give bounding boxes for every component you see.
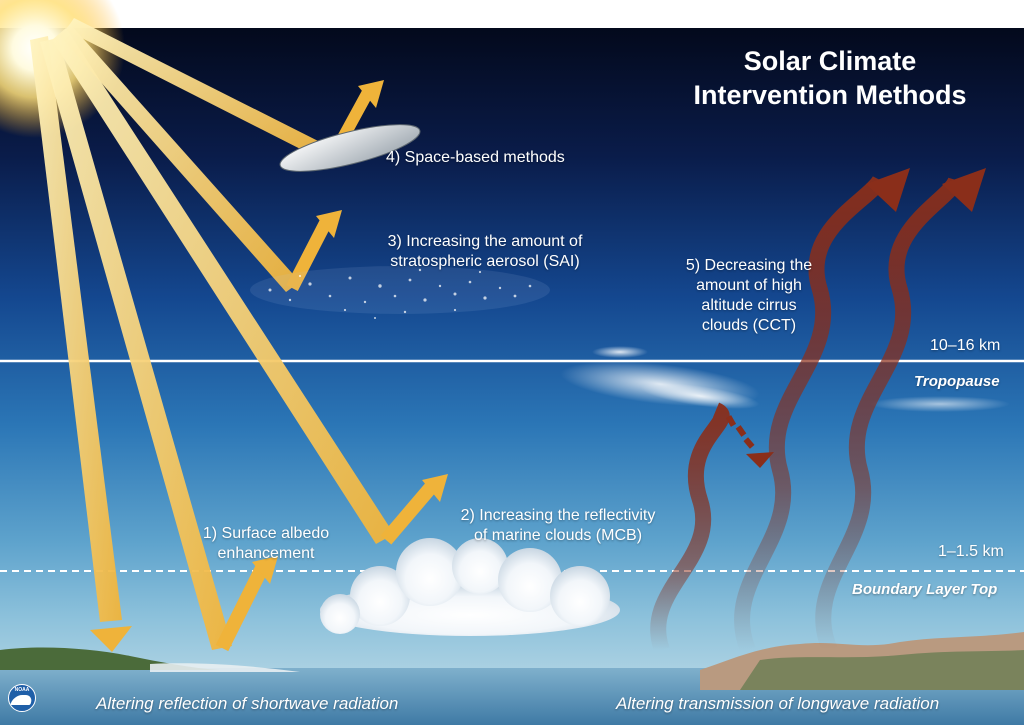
shortwave-rays <box>30 18 448 652</box>
boundary-label: Boundary Layer Top <box>852 581 998 598</box>
noaa-bird-icon <box>10 695 34 705</box>
longwave-reflected <box>725 415 774 468</box>
bright-surface <box>150 663 300 672</box>
label-mcb-line-1: 2) Increasing the reflectivity <box>460 507 656 524</box>
title-line-2: Intervention Methods <box>693 80 967 110</box>
longwave-arrows <box>650 175 964 654</box>
label-sai-line-2: stratospheric aerosol (SAI) <box>390 253 580 270</box>
tropopause-label: Tropopause <box>914 373 1000 390</box>
label-cct-line-1: 5) Decreasing the <box>685 257 813 274</box>
longwave-arrow-1 <box>734 175 888 653</box>
label-surface-albedo: 1) Surface albedo enhancement <box>186 524 346 564</box>
label-cct: 5) Decreasing the amount of high altitud… <box>664 256 834 336</box>
boundary-altitude: 1–1.5 km <box>938 543 1004 560</box>
longwave-arrow-2 <box>815 176 964 654</box>
ray-surface-albedo <box>40 38 232 650</box>
diagram-title: Solar Climate Intervention Methods <box>660 44 1000 112</box>
noaa-logo-text: NOAA <box>14 687 30 693</box>
title-line-1: Solar Climate <box>743 46 917 76</box>
cirrus-clouds <box>560 346 1010 412</box>
aerosol-particles <box>250 266 550 319</box>
label-cct-line-3: altitude cirrus <box>701 297 797 314</box>
label-cct-line-2: amount of high <box>696 277 802 294</box>
ray-sai <box>60 24 300 292</box>
ray-mcb <box>52 28 394 544</box>
footer-shortwave: Altering reflection of shortwave radiati… <box>96 694 399 713</box>
space-mirror <box>279 124 421 172</box>
label-mcb: 2) Increasing the reflectivity of marine… <box>428 506 688 546</box>
marine-cloud <box>320 538 620 636</box>
tropopause-altitude: 10–16 km <box>930 337 1001 354</box>
label-sai-line-1: 3) Increasing the amount of <box>387 233 583 250</box>
label-albedo-line-1: 1) Surface albedo <box>202 525 330 542</box>
noaa-logo: NOAA <box>8 684 36 712</box>
label-sai: 3) Increasing the amount of stratospheri… <box>340 232 630 272</box>
label-albedo-line-2: enhancement <box>217 545 315 562</box>
label-cct-line-4: clouds (CCT) <box>701 317 797 334</box>
ray-space <box>66 18 336 162</box>
footer-longwave: Altering transmission of longwave radiat… <box>616 694 940 713</box>
ray-arrowhead <box>90 626 132 652</box>
label-mcb-line-2: of marine clouds (MCB) <box>473 527 643 544</box>
ray-to-surface <box>30 36 122 622</box>
longwave-short-arrow <box>650 402 730 653</box>
label-space-based: 4) Space-based methods <box>386 149 565 166</box>
